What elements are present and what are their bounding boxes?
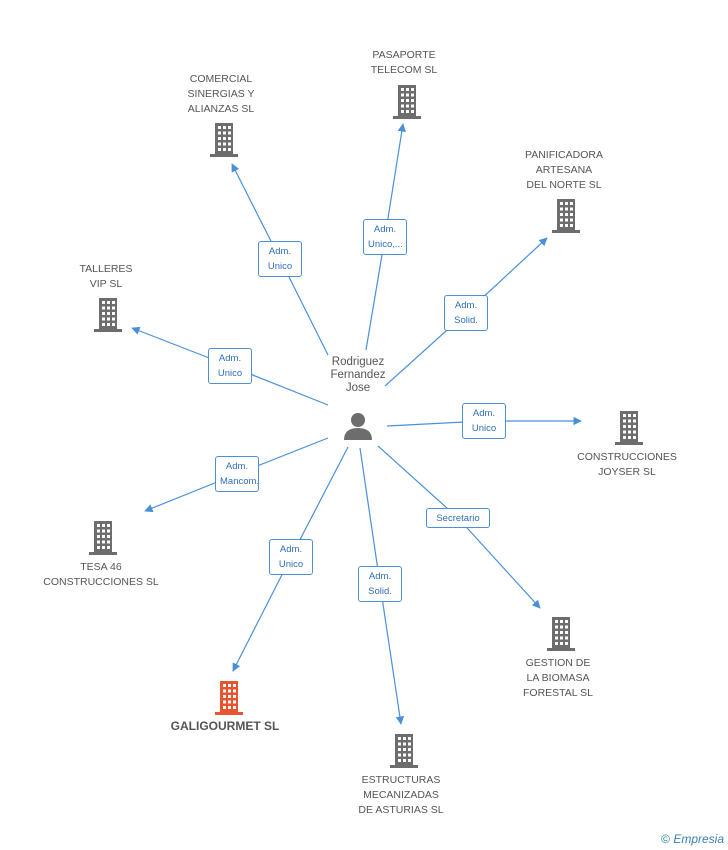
edge-role-label-talleres[interactable]: Adm. Unico <box>208 348 252 384</box>
building-icon <box>215 681 243 715</box>
building-icon <box>615 411 643 445</box>
person-icon <box>344 413 372 440</box>
building-icon <box>393 85 421 119</box>
building-icon <box>94 298 122 332</box>
edge-role-label-estructuras[interactable]: Adm. Solid. <box>358 566 402 602</box>
company-name-pasaporte[interactable]: PASAPORTE TELECOM SL <box>370 49 438 76</box>
edge-role-label-panificadora[interactable]: Adm. Solid. <box>444 295 488 331</box>
edge-role-label-galigourmet[interactable]: Adm. Unico <box>269 539 313 575</box>
company-node-panificadora[interactable] <box>551 199 581 233</box>
company-name-joyser[interactable]: CONSTRUCCIONES JOYSER SL <box>577 451 677 478</box>
edge-role-label-joyser[interactable]: Adm. Unico <box>462 403 506 439</box>
edge-role-label-pasaporte[interactable]: Adm. Unico,... <box>363 219 407 255</box>
brand-name: Empresia <box>673 832 724 846</box>
building-icon <box>89 521 117 555</box>
company-name-talleres[interactable]: TALLERES VIP SL <box>79 263 133 290</box>
company-node-talleres[interactable] <box>93 298 123 332</box>
company-node-biomasa[interactable] <box>546 617 576 651</box>
company-node-tesa[interactable] <box>88 521 118 555</box>
company-name-tesa[interactable]: TESA 46 CONSTRUCCIONES SL <box>43 561 159 588</box>
company-name-comercial[interactable]: COMERCIAL SINERGIAS Y ALIANZAS SL <box>187 72 255 115</box>
building-icon <box>552 199 580 233</box>
footer-brand: © Empresia <box>661 832 724 846</box>
center-person-label: Rodriguez Fernandez Jose <box>330 356 386 394</box>
copyright-symbol: © <box>661 832 670 846</box>
company-name-panificadora[interactable]: PANIFICADORA ARTESANA DEL NORTE SL <box>525 148 603 191</box>
company-node-comercial[interactable] <box>209 123 239 157</box>
company-name-estructuras[interactable]: ESTRUCTURAS MECANIZADAS DE ASTURIAS SL <box>358 773 444 816</box>
building-icon <box>390 734 418 768</box>
edge-role-label-comercial[interactable]: Adm. Unico <box>258 241 302 277</box>
edge-role-label-biomasa[interactable]: Secretario <box>426 508 490 528</box>
center-person-node[interactable] <box>340 410 376 442</box>
company-node-galigourmet[interactable] <box>214 681 244 715</box>
company-name-galigourmet[interactable]: GALIGOURMET SL <box>170 718 280 733</box>
edge-role-label-tesa[interactable]: Adm. Mancom. <box>215 456 259 492</box>
company-node-pasaporte[interactable] <box>392 85 422 119</box>
company-node-estructuras[interactable] <box>389 734 419 768</box>
building-icon <box>210 123 238 157</box>
company-node-joyser[interactable] <box>614 411 644 445</box>
company-name-biomasa[interactable]: GESTION DE LA BIOMASA FORESTAL SL <box>522 656 594 699</box>
building-icon <box>547 617 575 651</box>
